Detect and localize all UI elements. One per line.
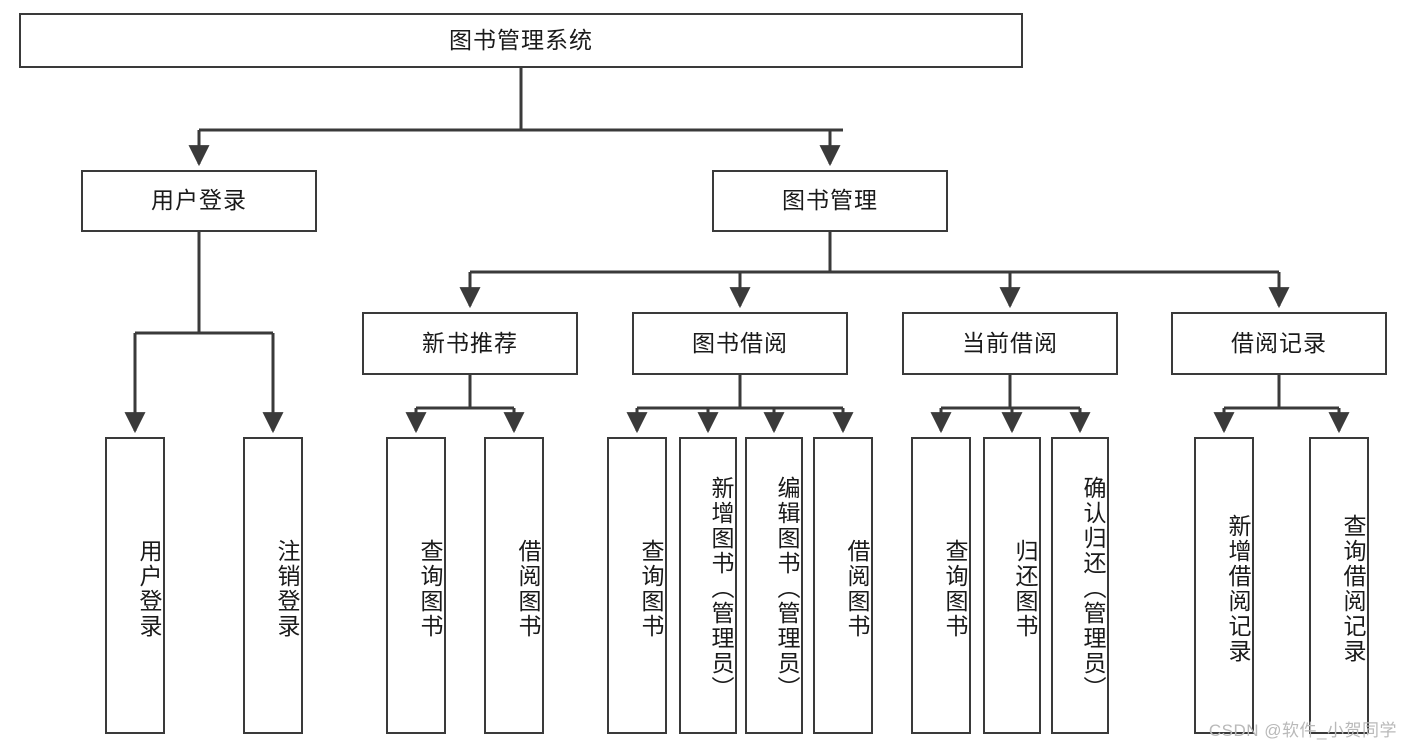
node-leaf-rec-add-record-label: 新增借阅记录 bbox=[1225, 513, 1251, 664]
node-leaf-cur-query-book[interactable]: 查询图书 bbox=[911, 437, 971, 734]
node-leaf-rec-borrow-book-label: 借阅图书 bbox=[515, 538, 541, 639]
node-leaf-rec-query-book-label: 查询图书 bbox=[417, 538, 443, 639]
node-leaf-borrow-query-book[interactable]: 查询图书 bbox=[607, 437, 667, 734]
node-borrow-record-label: 借阅记录 bbox=[1231, 329, 1327, 356]
node-leaf-cur-return-book[interactable]: 归还图书 bbox=[983, 437, 1041, 734]
node-leaf-user-logout-label: 注销登录 bbox=[274, 538, 300, 639]
node-leaf-rec-query-record[interactable]: 查询借阅记录 bbox=[1309, 437, 1369, 734]
node-new-book-rec[interactable]: 新书推荐 bbox=[362, 312, 578, 375]
node-leaf-rec-query-book[interactable]: 查询图书 bbox=[386, 437, 446, 734]
node-borrow-record[interactable]: 借阅记录 bbox=[1171, 312, 1387, 375]
node-leaf-rec-add-record[interactable]: 新增借阅记录 bbox=[1194, 437, 1254, 734]
node-current-borrow-label: 当前借阅 bbox=[962, 329, 1058, 356]
node-leaf-cur-confirm-return-label: 确认归还（管理员） bbox=[1080, 476, 1106, 701]
node-root[interactable]: 图书管理系统 bbox=[19, 13, 1023, 68]
node-leaf-user-login-label: 用户登录 bbox=[136, 538, 162, 639]
node-leaf-borrow-borrow-book[interactable]: 借阅图书 bbox=[813, 437, 873, 734]
node-leaf-borrow-edit-book[interactable]: 编辑图书（管理员） bbox=[745, 437, 803, 734]
node-user-login-label: 用户登录 bbox=[151, 187, 247, 214]
node-book-borrow[interactable]: 图书借阅 bbox=[632, 312, 848, 375]
node-leaf-borrow-add-book[interactable]: 新增图书（管理员） bbox=[679, 437, 737, 734]
node-leaf-borrow-query-book-label: 查询图书 bbox=[638, 538, 664, 639]
node-book-borrow-label: 图书借阅 bbox=[692, 329, 788, 356]
node-leaf-rec-query-record-label: 查询借阅记录 bbox=[1340, 513, 1366, 664]
node-leaf-cur-confirm-return[interactable]: 确认归还（管理员） bbox=[1051, 437, 1109, 734]
node-leaf-borrow-borrow-book-label: 借阅图书 bbox=[844, 538, 870, 639]
csdn-watermark: CSDN @软件_小贺同学 bbox=[1208, 721, 1397, 740]
node-root-label: 图书管理系统 bbox=[449, 26, 593, 53]
node-leaf-cur-return-book-label: 归还图书 bbox=[1012, 538, 1038, 639]
node-leaf-user-login[interactable]: 用户登录 bbox=[105, 437, 165, 734]
node-new-book-rec-label: 新书推荐 bbox=[422, 329, 518, 356]
node-leaf-user-logout[interactable]: 注销登录 bbox=[243, 437, 303, 734]
node-leaf-rec-borrow-book[interactable]: 借阅图书 bbox=[484, 437, 544, 734]
node-leaf-borrow-edit-book-label: 编辑图书（管理员） bbox=[774, 476, 800, 701]
node-user-login[interactable]: 用户登录 bbox=[81, 170, 317, 232]
node-leaf-cur-query-book-label: 查询图书 bbox=[942, 538, 968, 639]
node-current-borrow[interactable]: 当前借阅 bbox=[902, 312, 1118, 375]
node-book-manage-label: 图书管理 bbox=[782, 187, 878, 214]
node-leaf-borrow-add-book-label: 新增图书（管理员） bbox=[708, 476, 734, 701]
node-book-manage[interactable]: 图书管理 bbox=[712, 170, 948, 232]
